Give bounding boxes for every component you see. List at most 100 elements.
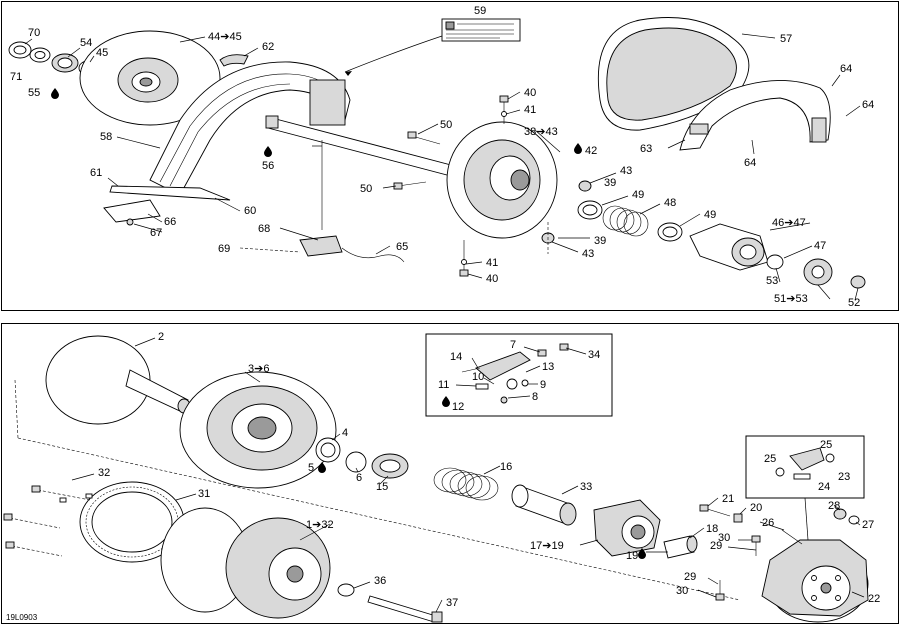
callout-21: 21 [722, 493, 734, 505]
upper-leaders [24, 33, 861, 301]
callout-33: 33 [580, 481, 592, 493]
callout-29a: 29 [710, 540, 722, 552]
washer-36 [337, 583, 355, 597]
callout-9: 9 [540, 379, 546, 391]
callout-39a: 39 [604, 177, 616, 189]
washer-49b [657, 222, 683, 242]
upper-callouts: 59 70 71 54 45 55 44➔45 62 58 61 56 66 6… [10, 5, 874, 309]
callout-12: 12 [452, 401, 464, 413]
callout-18: 18 [706, 523, 718, 535]
callout-69: 69 [218, 243, 230, 255]
callout-53: 53 [766, 275, 778, 287]
callout-55: 55 [28, 87, 40, 99]
callout-30a: 30 [718, 532, 730, 544]
oil-drop-icon [638, 548, 646, 559]
callout-39b: 39 [594, 235, 606, 247]
drive-pulley-assembly [160, 507, 331, 619]
callout-11: 11 [438, 379, 449, 391]
callout-71: 71 [10, 71, 22, 83]
callout-23: 23 [838, 471, 850, 483]
bearing-54 [51, 53, 79, 73]
callout-4: 4 [342, 427, 348, 439]
callout-25a: 25 [820, 439, 832, 451]
callout-19: 19 [626, 550, 638, 562]
callout-22: 22 [868, 593, 880, 605]
belt-guard-63 [679, 80, 831, 151]
sleeve-33 [511, 484, 577, 526]
bracket-66 [103, 199, 161, 226]
callout-50b: 50 [360, 183, 372, 195]
callout-66: 66 [164, 216, 176, 228]
callout-15: 15 [376, 481, 388, 493]
callout-8: 8 [532, 391, 538, 403]
callout-54: 54 [80, 37, 92, 49]
callout-62: 62 [262, 41, 274, 53]
callout-50a: 50 [440, 119, 452, 131]
callout-63: 63 [640, 143, 652, 155]
drive-sliding-sheave [179, 371, 337, 489]
callout-26: 26 [762, 517, 774, 529]
callout-68: 68 [258, 223, 270, 235]
drive-fixed-sheave [14, 335, 741, 601]
callout-43b: 43 [582, 248, 594, 260]
cam-assembly [689, 223, 769, 271]
sliding-sheave [446, 121, 558, 239]
callout-42: 42 [585, 145, 597, 157]
belt-guard [109, 54, 351, 201]
callout-38-43: 38➔43 [524, 126, 558, 138]
pin-40-upper [499, 95, 509, 124]
callout-14: 14 [450, 351, 462, 363]
spring-16 [433, 467, 499, 501]
oil-drop-icon [442, 396, 450, 407]
washer-49a [577, 200, 603, 220]
callout-64c: 64 [744, 157, 756, 169]
bolt-21 [699, 504, 731, 517]
callout-67: 67 [150, 227, 162, 239]
bushing-4 [315, 437, 341, 463]
callout-13: 13 [542, 361, 554, 373]
callout-27: 27 [862, 519, 874, 531]
callout-48: 48 [664, 197, 676, 209]
lower-callouts: 2 3➔6 4 5 6 15 16 33 7 34 14 13 11 10 9 … [98, 331, 880, 609]
callout-7: 7 [510, 339, 516, 351]
callout-24: 24 [818, 481, 830, 493]
callout-2: 2 [158, 331, 164, 343]
callout-6: 6 [356, 472, 362, 484]
oil-drop-icon [264, 146, 272, 157]
ring-gear-31 [79, 481, 185, 563]
callout-1-32: 1➔32 [306, 519, 334, 531]
roller-43 [578, 180, 592, 192]
callout-32: 32 [98, 467, 110, 479]
parts-27-28 [833, 508, 860, 525]
callout-45: 45 [96, 47, 108, 59]
callout-46-47: 46➔47 [772, 217, 806, 229]
governor-cup [593, 499, 661, 557]
decal-label-59 [344, 18, 521, 76]
oil-drop-icon [51, 88, 59, 99]
callout-16: 16 [500, 461, 512, 473]
callout-65: 65 [396, 241, 408, 253]
callout-64a: 64 [840, 63, 852, 75]
callout-49b: 49 [704, 209, 716, 221]
callout-41a: 41 [524, 104, 536, 116]
cam-51 [803, 258, 833, 286]
bolt-37 [367, 595, 443, 623]
upper-panel-frame [1, 1, 899, 311]
bolt-26 [781, 529, 803, 545]
ring-53 [766, 254, 784, 270]
callout-29b: 29 [684, 571, 696, 583]
callout-51-53: 51➔53 [774, 293, 808, 305]
callout-34: 34 [588, 349, 600, 361]
callout-10: 10 [472, 371, 484, 383]
callout-70: 70 [28, 27, 40, 39]
pin-40-lower [459, 240, 469, 277]
spider-22 [761, 539, 869, 623]
washer-71 [29, 47, 51, 63]
callout-5: 5 [308, 462, 314, 474]
washer-6 [345, 451, 367, 473]
callout-31: 31 [198, 488, 210, 500]
callout-17-19: 17➔19 [530, 540, 564, 552]
callout-52: 52 [848, 297, 860, 309]
callout-3-6: 3➔6 [248, 363, 269, 375]
callout-47: 47 [814, 240, 826, 252]
